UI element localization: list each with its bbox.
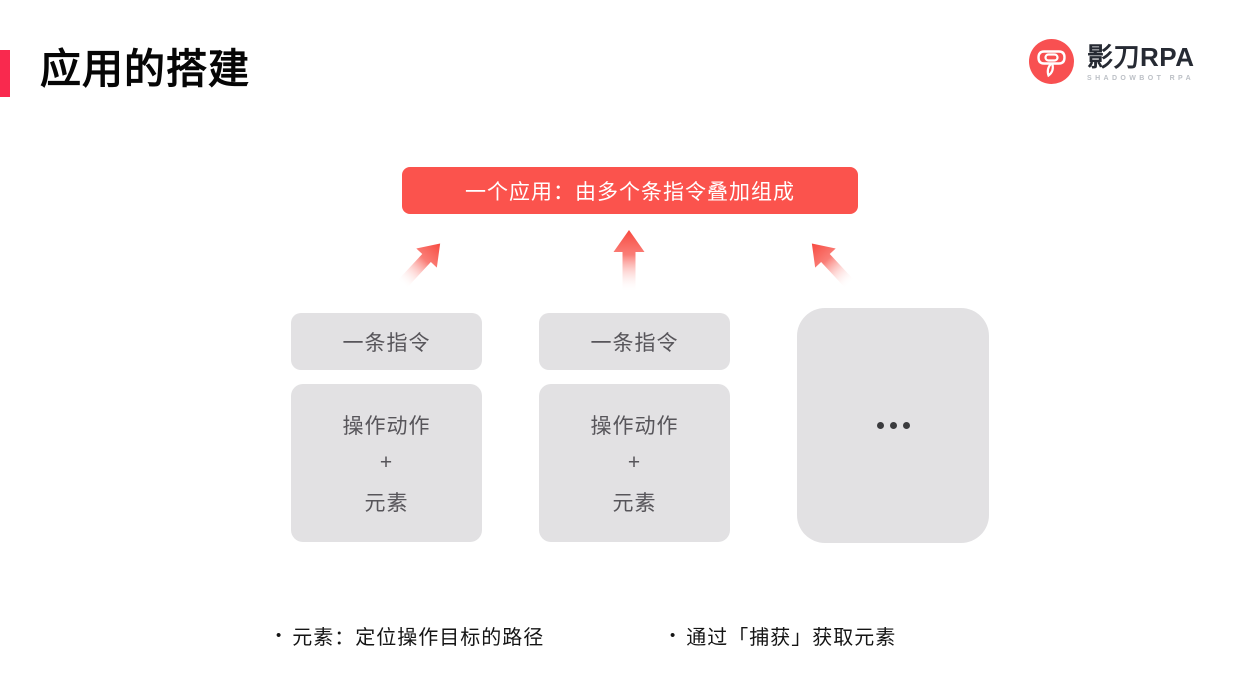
detail-box-2: 操作动作 + 元素 (539, 384, 730, 542)
shadowbot-logo-icon (1029, 39, 1074, 84)
element-label: 元素 (612, 491, 657, 515)
page-title: 应用的搭建 (40, 46, 250, 92)
title-accent-bar (0, 50, 10, 97)
brand-text: 影刀RPA SHADOWBOT RPA (1087, 39, 1194, 82)
instruction-label: 一条指令 (342, 331, 431, 355)
plus-sign: + (627, 451, 642, 474)
element-label: 元素 (364, 491, 409, 515)
instruction-box-2: 一条指令 (539, 313, 730, 370)
summary-banner: 一个应用：由多个条指令叠加组成 (402, 167, 858, 214)
ellipsis-dot (876, 422, 884, 429)
ellipsis-dot (889, 422, 897, 429)
up-arrow-icon (610, 229, 648, 293)
bullet-icon: • (276, 627, 283, 644)
ellipsis-dot (902, 422, 910, 429)
detail-box-1: 操作动作 + 元素 (291, 384, 482, 542)
bullet-icon: • (670, 627, 677, 644)
brand-name: 影刀RPA (1087, 42, 1195, 72)
brand-subtitle: SHADOWBOT RPA (1087, 75, 1195, 82)
action-label: 操作动作 (590, 414, 679, 438)
plus-sign: + (379, 451, 394, 474)
note-text: 元素：定位操作目标的路径 (292, 627, 545, 649)
note-text: 通过「捕获」获取元素 (686, 627, 897, 649)
up-right-arrow-icon (387, 230, 454, 298)
instruction-box-1: 一条指令 (291, 313, 482, 370)
ellipsis-dots-icon (876, 422, 910, 429)
note-capture-method: • 通过「捕获」获取元素 (670, 621, 896, 650)
summary-banner-label: 一个应用：由多个条指令叠加组成 (465, 180, 795, 204)
up-left-arrow-icon (797, 230, 864, 298)
action-label: 操作动作 (342, 414, 431, 438)
note-element-definition: • 元素：定位操作目标的路径 (276, 621, 544, 650)
instruction-label: 一条指令 (590, 331, 679, 355)
ellipsis-box (797, 308, 989, 543)
brand-logo: 影刀RPA SHADOWBOT RPA (1029, 39, 1194, 84)
